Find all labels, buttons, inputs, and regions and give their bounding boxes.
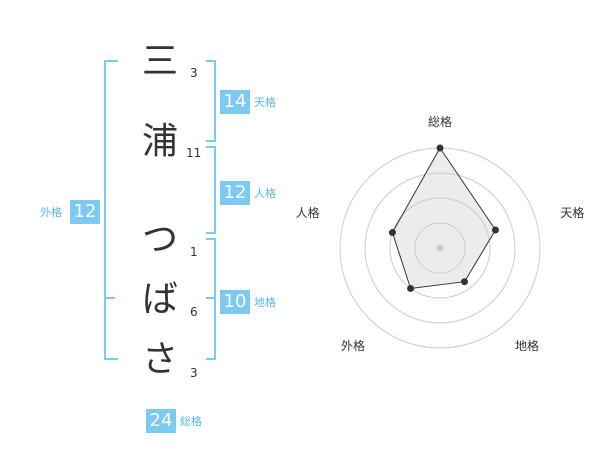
gaikaku-bracket	[104, 60, 118, 360]
chikaku-badge: 10	[220, 290, 250, 314]
radar-axis-label-5: 人格	[296, 205, 320, 220]
radar-point-2	[491, 226, 499, 234]
radar-point-4	[407, 284, 415, 292]
stroke-count-2: 11	[186, 146, 202, 160]
radar-axis-label-1: 総格	[428, 114, 452, 129]
radar-point-1	[436, 144, 444, 152]
radar-axis-label-2: 天格	[560, 205, 584, 220]
chikaku-bracket	[206, 238, 216, 360]
radar-ring-1	[414, 222, 466, 274]
radar-ring-3	[364, 172, 516, 324]
radar-point-5	[388, 229, 396, 237]
radar-center-dot	[436, 244, 444, 252]
name-char-1: 三	[141, 41, 178, 82]
tenkaku-label: 天格	[254, 96, 276, 109]
name-char-2: 浦	[141, 121, 178, 162]
chikaku-bracket-tick	[206, 297, 215, 299]
gaikaku-label: 外格	[40, 206, 62, 219]
stroke-count-5: 3	[190, 366, 198, 380]
stroke-count-3: 1	[190, 245, 198, 259]
stroke-count-1: 3	[190, 66, 198, 80]
stroke-count-4: 6	[190, 305, 198, 319]
jinkaku-bracket	[206, 146, 216, 234]
name-char-5: さ	[141, 339, 178, 380]
radar-axis-label-3: 地格	[515, 338, 539, 353]
jinkaku-badge: 12	[220, 181, 250, 205]
jinkaku-label: 人格	[254, 187, 276, 200]
soukaku-badge: 24	[146, 409, 176, 433]
gaikaku-badge: 12	[70, 200, 100, 224]
radar-polygon	[391, 147, 497, 290]
radar-ring-2	[389, 197, 491, 299]
tenkaku-bracket	[206, 60, 216, 142]
radar-point-3	[460, 278, 468, 286]
chikaku-label: 地格	[254, 296, 276, 309]
tenkaku-badge: 14	[220, 90, 250, 114]
soukaku-label: 総格	[180, 415, 202, 428]
name-char-3: つ	[141, 219, 178, 260]
radar-axis-label-4: 外格	[341, 338, 365, 353]
gaikaku-bracket-tick	[106, 297, 115, 299]
name-char-4: ば	[141, 279, 178, 320]
